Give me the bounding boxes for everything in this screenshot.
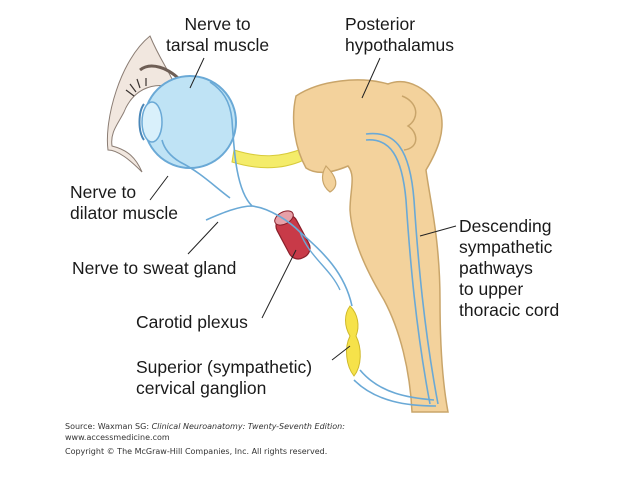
label-nerve-to-sweat-gland: Nerve to sweat gland <box>72 258 237 278</box>
label-descending-pathways: Descending sympathetic pathways to upper… <box>459 216 559 321</box>
label-line: Posterior <box>345 14 416 34</box>
label-line: pathways <box>459 258 533 278</box>
descending-pathway-2 <box>365 139 431 405</box>
label-line: Descending <box>459 216 552 236</box>
eyelashes <box>125 78 147 97</box>
label-line: Superior (sympathetic) <box>136 357 313 377</box>
label-line: sympathetic <box>459 237 553 257</box>
label-line: to upper <box>459 279 524 299</box>
label-carotid-plexus: Carotid plexus <box>136 312 248 332</box>
lens <box>141 101 163 143</box>
label-line: Nerve to <box>70 182 137 202</box>
source-prefix: Source: Waxman SG: <box>65 422 152 431</box>
leader-descending <box>419 225 457 237</box>
brainstem <box>292 79 449 413</box>
pituitary <box>321 165 337 193</box>
label-line: thoracic cord <box>459 300 560 320</box>
source-book-title: Clinical Neuroanatomy: Twenty-Seventh Ed… <box>151 422 345 431</box>
label-nerve-to-dilator-muscle: Nerve to dilator muscle <box>70 182 178 224</box>
leader-hypothalamus <box>361 57 381 99</box>
label-line: Nerve to <box>184 14 251 34</box>
fiber-to-sweat <box>299 231 341 291</box>
label-line: tarsal muscle <box>166 35 270 55</box>
label-posterior-hypothalamus: Posterior hypothalamus <box>345 14 454 56</box>
leader-tarsal <box>189 57 205 89</box>
label-superior-cervical-ganglion: Superior (sympathetic) cervical ganglion <box>136 357 312 399</box>
fiber-to-tarsal <box>209 81 253 207</box>
fiber-to-dilator <box>161 139 231 199</box>
optic-nerve <box>231 147 305 169</box>
label-line: cervical ganglion <box>136 378 267 398</box>
leader-sweat <box>187 221 219 255</box>
leader-dilator <box>149 175 169 201</box>
label-line: dilator muscle <box>70 203 178 223</box>
source-website: www.accessmedicine.com <box>65 433 170 442</box>
label-line: hypothalamus <box>345 35 454 55</box>
source-citation: Source: Waxman SG: Clinical Neuroanatomy… <box>65 422 345 432</box>
descending-pathway <box>365 132 439 405</box>
preganglionic-fiber-2 <box>353 379 437 407</box>
iris <box>138 103 145 141</box>
hypothalamus-fold <box>401 95 417 151</box>
leader-ganglion <box>331 345 351 361</box>
postganglionic-fiber <box>205 205 353 307</box>
preganglionic-fiber <box>359 369 435 401</box>
label-nerve-to-tarsal-muscle: Nerve to tarsal muscle <box>166 14 269 56</box>
superior-cervical-ganglion <box>345 305 361 377</box>
copyright-notice: Copyright © The McGraw-Hill Companies, I… <box>65 447 328 456</box>
leader-carotid <box>261 249 297 319</box>
